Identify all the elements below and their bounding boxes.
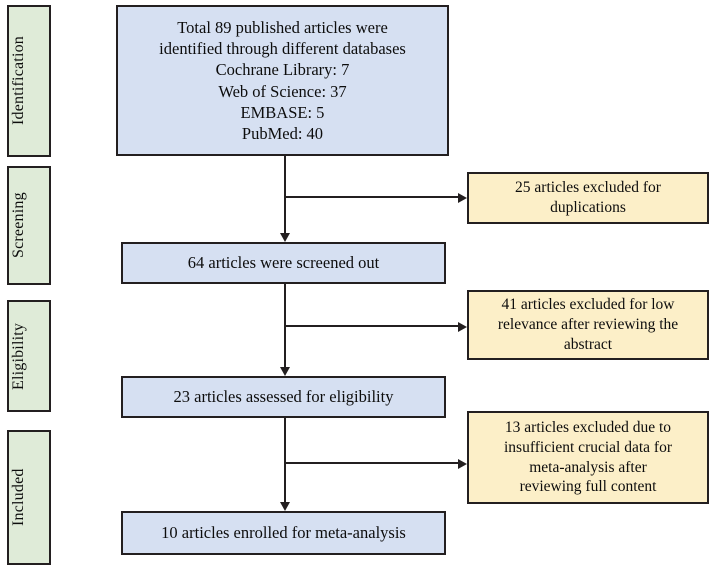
flow-box-included: 10 articles enrolled for meta-analysis	[121, 511, 446, 555]
arrowhead-down-included	[280, 502, 290, 511]
flow-box-screened: 64 articles were screened out	[121, 242, 446, 284]
stage-label-text: Eligibility	[10, 322, 27, 390]
arrowhead-down-screened	[280, 233, 290, 242]
stage-label-eligibility: Eligibility	[7, 300, 51, 412]
exclusion-box-text: 25 articles excluded for duplications	[515, 179, 661, 216]
exclusion-box-text: 41 articles excluded for low relevance a…	[497, 296, 679, 353]
exclusion-box-text: 13 articles excluded due to insufficient…	[504, 418, 672, 496]
flow-box-text: 64 articles were screened out	[187, 253, 380, 273]
stage-label-screening: Screening	[7, 166, 51, 285]
arrowhead-right-insufficient-data	[458, 459, 467, 469]
arrowhead-right-low-relevance	[458, 322, 467, 332]
flow-box-text: Total 89 published articles were identif…	[159, 18, 406, 143]
connector-branch-duplications	[285, 196, 460, 198]
connector-branch-insufficient-data	[285, 462, 460, 464]
stage-label-text: Included	[10, 468, 27, 527]
connector-eligibility-to-included	[284, 418, 286, 504]
exclusion-box-duplications: 25 articles excluded for duplications	[467, 172, 709, 224]
stage-label-identification: Identification	[7, 5, 51, 157]
connector-branch-low-relevance	[285, 325, 460, 327]
connector-identification-to-screened	[284, 156, 286, 235]
arrowhead-down-eligibility	[280, 367, 290, 376]
exclusion-box-insufficient-data: 13 articles excluded due to insufficient…	[467, 411, 709, 504]
arrowhead-right-duplications	[458, 193, 467, 203]
stage-label-text: Identification	[10, 36, 27, 126]
flow-box-identification: Total 89 published articles were identif…	[116, 5, 449, 156]
flow-box-eligibility: 23 articles assessed for eligibility	[121, 376, 446, 418]
flow-box-text: 23 articles assessed for eligibility	[173, 387, 394, 407]
flow-box-text: 10 articles enrolled for meta-analysis	[161, 523, 406, 543]
exclusion-box-low-relevance: 41 articles excluded for low relevance a…	[467, 290, 709, 360]
stage-label-text: Screening	[10, 192, 27, 259]
stage-label-included: Included	[7, 430, 51, 565]
